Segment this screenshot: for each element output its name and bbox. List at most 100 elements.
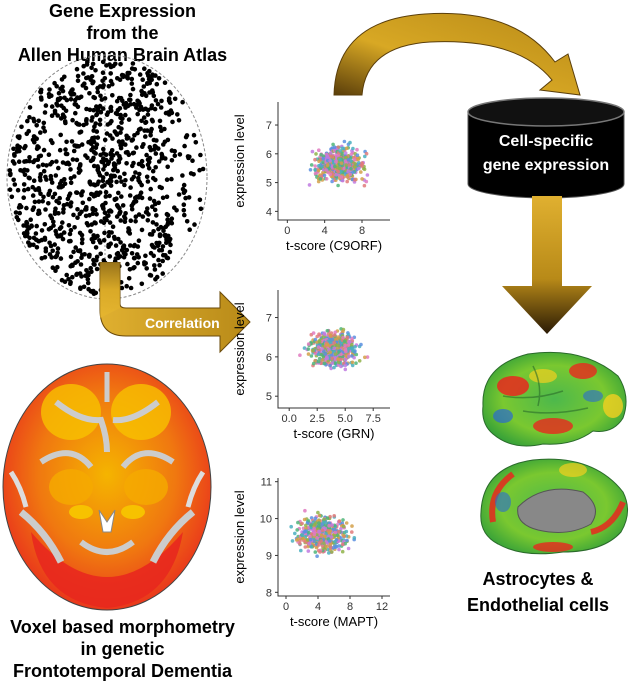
sample-dot — [22, 187, 27, 193]
data-point — [343, 343, 347, 348]
sample-dot — [122, 182, 127, 188]
data-point — [327, 551, 331, 555]
sample-dot — [77, 130, 82, 135]
sample-dot — [55, 264, 60, 270]
sample-dot — [56, 211, 61, 216]
sample-dot — [176, 118, 182, 123]
sample-dot — [143, 119, 149, 125]
sample-dot — [153, 165, 158, 170]
data-point — [341, 518, 345, 522]
data-point — [316, 345, 321, 349]
data-point — [362, 183, 367, 188]
data-point — [333, 352, 338, 356]
data-point — [353, 161, 357, 166]
data-point — [325, 355, 329, 360]
sample-dot — [65, 196, 71, 202]
sample-dot — [11, 146, 16, 152]
sample-dot — [67, 231, 73, 237]
sample-dot — [55, 103, 60, 108]
sample-dot — [114, 151, 120, 156]
data-point — [355, 153, 360, 157]
sample-dot — [92, 262, 97, 267]
data-point — [321, 156, 325, 161]
sample-dot — [80, 200, 86, 206]
sample-dot — [148, 147, 154, 153]
data-point — [295, 528, 299, 532]
data-point — [330, 338, 335, 342]
brain-outline — [6, 54, 208, 300]
sample-dot — [96, 192, 101, 197]
sample-dot — [138, 104, 144, 110]
sample-dot — [49, 215, 55, 221]
data-point — [309, 163, 314, 167]
gene-expression-title: Gene Expression from the Allen Human Bra… — [0, 0, 245, 66]
sample-dot — [108, 71, 113, 76]
sample-dot — [108, 106, 113, 111]
sample-dot — [156, 257, 161, 263]
sample-dot — [185, 154, 191, 159]
data-point — [312, 532, 317, 537]
sample-dot — [92, 135, 97, 140]
sample-dot — [75, 207, 80, 212]
data-point — [316, 179, 321, 184]
sample-dot — [49, 255, 54, 260]
sample-dot — [106, 230, 112, 235]
sample-dot — [46, 201, 51, 206]
sample-dot — [94, 254, 100, 260]
sample-dot — [12, 182, 18, 187]
sample-dot — [74, 66, 80, 72]
data-point — [304, 523, 308, 528]
sample-dot — [58, 256, 64, 261]
x-tick-label: 0 — [284, 225, 290, 237]
sample-dot — [88, 158, 94, 164]
database-cylinder: Cell-specific gene expression — [467, 97, 625, 199]
sample-dot — [147, 196, 153, 201]
sample-dot — [47, 87, 52, 92]
sample-dot — [62, 114, 67, 120]
data-point — [325, 342, 329, 347]
sample-dot — [57, 226, 63, 231]
sample-dot — [113, 243, 119, 248]
sample-dot — [139, 227, 145, 233]
sample-dot — [79, 192, 84, 198]
sample-dot — [103, 152, 109, 157]
data-point — [336, 170, 341, 174]
sample-dot — [70, 117, 75, 123]
data-point — [298, 542, 302, 546]
sample-dot — [66, 239, 72, 244]
sample-dot — [77, 271, 83, 276]
sample-dot — [61, 230, 67, 235]
sample-dot — [28, 217, 33, 222]
sample-dot — [92, 182, 98, 188]
sample-dot — [90, 115, 95, 120]
sample-dot — [95, 135, 101, 140]
title-line: in genetic — [80, 639, 165, 659]
data-point — [317, 164, 321, 168]
sample-dot — [93, 151, 98, 156]
sample-dot — [70, 274, 75, 280]
data-point — [319, 533, 324, 538]
data-point — [339, 161, 344, 165]
sample-dot — [145, 179, 151, 184]
sample-dot — [114, 179, 119, 185]
sample-dot — [129, 138, 135, 143]
sample-dot — [132, 265, 137, 270]
data-point — [342, 524, 346, 529]
sample-dot — [97, 122, 103, 127]
sample-dot — [137, 171, 142, 177]
sample-dot — [127, 70, 132, 76]
data-point — [357, 166, 361, 171]
sample-dot — [164, 211, 170, 217]
sample-dot — [181, 207, 187, 213]
data-point — [349, 167, 353, 171]
data-point — [344, 521, 349, 525]
data-point — [306, 347, 311, 351]
data-point — [313, 337, 318, 342]
x-tick-label: 4 — [315, 601, 321, 613]
data-point — [317, 529, 321, 534]
sample-dot — [119, 247, 125, 253]
sample-dot — [182, 143, 187, 149]
sample-dot — [157, 232, 163, 237]
cortex-medial-view — [480, 458, 628, 555]
data-point — [295, 538, 299, 542]
